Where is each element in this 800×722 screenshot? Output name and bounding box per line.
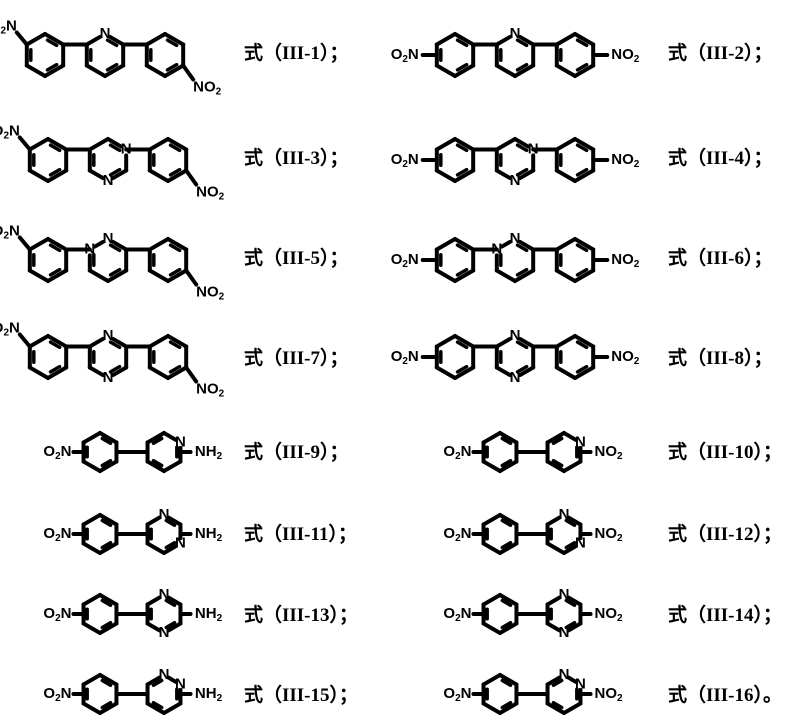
- formula-label: 式（III-9）；: [244, 442, 349, 463]
- molecule-structure: NN O2N NO2: [443, 666, 623, 715]
- atom-label: NO2: [611, 251, 640, 270]
- atom-label: O2N: [0, 17, 17, 36]
- atom-label: N: [159, 666, 170, 683]
- atom-label: NH2: [195, 443, 223, 462]
- atom-label: N: [559, 624, 570, 641]
- atom-label: N: [175, 534, 186, 551]
- atom-label: NH2: [195, 605, 223, 624]
- atom-label: N: [510, 369, 521, 386]
- atom-label: N: [575, 433, 586, 450]
- molecule-structure: N O2N NO2: [391, 25, 640, 78]
- atom-label: N: [103, 327, 114, 344]
- formula-label: 式（III-14）；: [668, 605, 783, 626]
- atom-label: N: [575, 534, 586, 551]
- atom-label: O2N: [43, 525, 71, 544]
- formula-label: 式（III-16）。: [668, 685, 783, 706]
- molecule-structure: N O2N NO2: [443, 431, 623, 473]
- atom-label: NO2: [594, 605, 623, 624]
- atom-label: NO2: [611, 348, 640, 367]
- atom-label: N: [510, 25, 521, 42]
- formula-label: 式（III-10）；: [668, 442, 783, 463]
- molecule-structure: NN O2N NH2: [43, 506, 223, 555]
- atom-label: N: [159, 506, 170, 523]
- formula-label: 式（III-13）；: [244, 605, 359, 626]
- atom-label: O2N: [43, 443, 71, 462]
- atom-label: NO2: [594, 685, 623, 704]
- atom-label: N: [159, 586, 170, 603]
- atom-label: O2N: [391, 348, 419, 367]
- atom-label: NH2: [195, 685, 223, 704]
- atom-label: NO2: [196, 380, 225, 399]
- atom-label: N: [175, 675, 186, 692]
- atom-label: N: [575, 675, 586, 692]
- atom-label: N: [103, 369, 114, 386]
- atom-label: N: [175, 433, 186, 450]
- molecule-structure: N O2N NH2: [43, 431, 223, 473]
- atom-label: O2N: [0, 122, 20, 141]
- atom-label: N: [510, 327, 521, 344]
- formula-label: 式（III-15）；: [244, 685, 359, 706]
- formula-label: 式（III-12）；: [668, 524, 783, 545]
- atom-label: O2N: [391, 46, 419, 65]
- formula-label: 式（III-8）；: [668, 348, 773, 369]
- atom-label: NO2: [594, 443, 623, 462]
- formula-label: 式（III-6）；: [668, 248, 773, 269]
- formula-label: 式（III-11）；: [244, 524, 357, 545]
- atom-label: O2N: [443, 685, 471, 704]
- atom-label: NO2: [594, 525, 623, 544]
- molecule-structure: N N O2N NH2: [43, 586, 222, 641]
- molecule-structure: N N O2N NO2: [391, 327, 640, 386]
- formula-label: 式（III-7）；: [244, 348, 349, 369]
- atom-label: N: [159, 624, 170, 641]
- formula-label: 式（III-5）；: [244, 248, 349, 269]
- atom-label: O2N: [43, 605, 71, 624]
- atom-label: O2N: [443, 443, 471, 462]
- atom-label: O2N: [391, 251, 419, 270]
- atom-label: N: [559, 506, 570, 523]
- atom-label: N: [510, 172, 521, 189]
- atom-label: NO2: [196, 283, 225, 302]
- atom-label: N: [103, 230, 114, 247]
- molecule-structure: NN O2N NH2: [43, 666, 223, 715]
- atom-label: NO2: [611, 46, 640, 65]
- atom-label: O2N: [43, 685, 71, 704]
- formula-label: 式（III-1）；: [244, 43, 349, 64]
- atom-label: O2N: [443, 525, 471, 544]
- atom-label: N: [103, 172, 114, 189]
- atom-label: O2N: [443, 605, 471, 624]
- atom-label: O2N: [0, 222, 20, 241]
- atom-label: NO2: [196, 183, 225, 202]
- formula-label: 式（III-4）；: [668, 148, 773, 169]
- atom-label: NH2: [195, 525, 223, 544]
- atom-label: O2N: [391, 151, 419, 170]
- molecule-structure: N O2N NO2: [0, 17, 222, 97]
- atom-label: O2N: [0, 319, 20, 338]
- atom-label: N: [559, 666, 570, 683]
- formula-label: 式（III-3）；: [244, 148, 349, 169]
- atom-label: N: [100, 25, 111, 42]
- atom-label: N: [510, 230, 521, 247]
- molecule-structure: N N O2N NO2: [443, 586, 623, 641]
- formula-label: 式（III-2）；: [668, 43, 773, 64]
- molecule-structure: N N O2N NO2: [0, 319, 225, 399]
- atom-label: N: [559, 586, 570, 603]
- atom-label: NO2: [611, 151, 640, 170]
- atom-label: NO2: [193, 78, 222, 97]
- molecule-structure: NN O2N NO2: [443, 506, 623, 555]
